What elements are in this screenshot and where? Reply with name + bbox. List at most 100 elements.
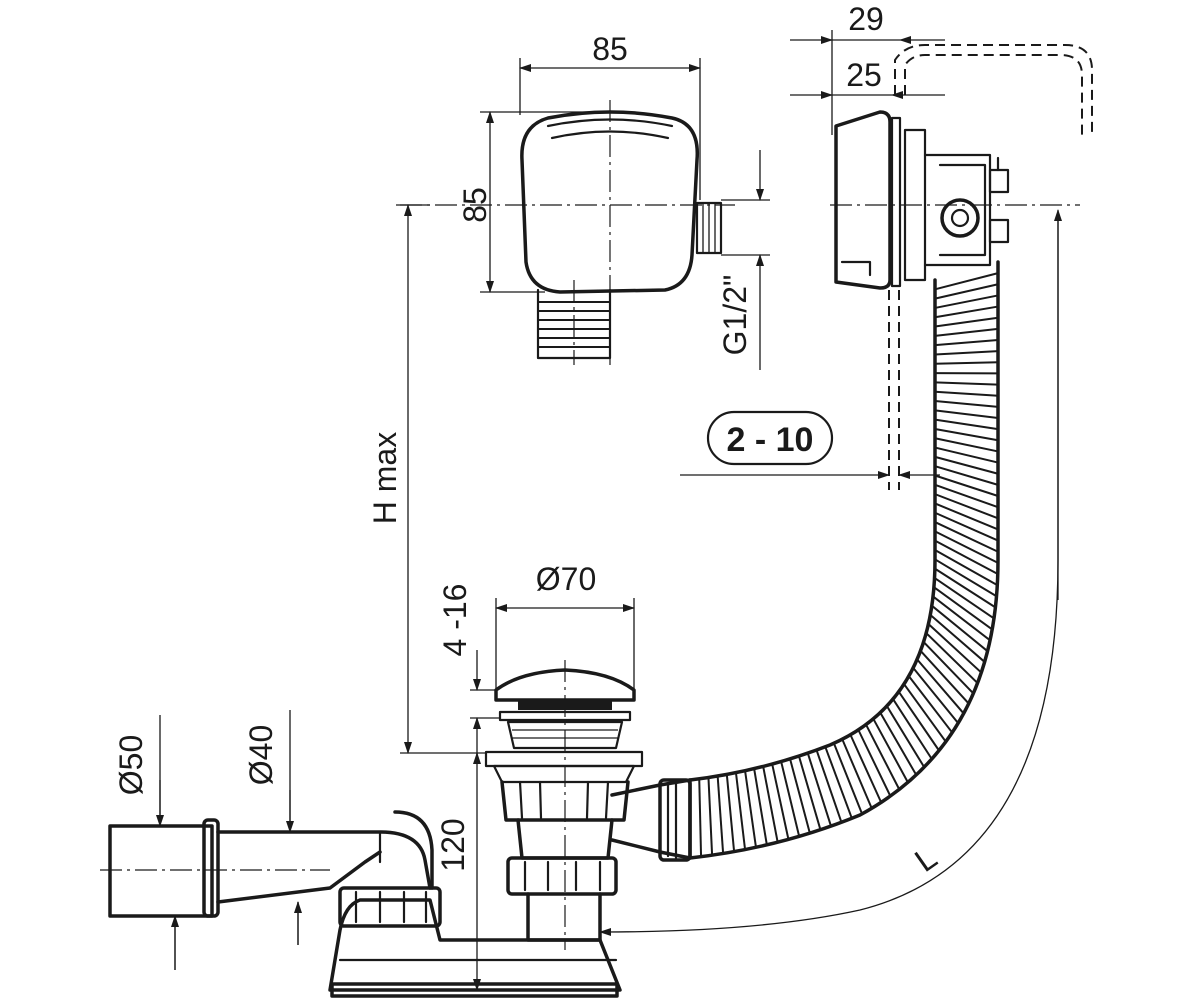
wall-thickness-dimension: 2 - 10 — [680, 410, 940, 479]
hose-rib — [824, 746, 853, 819]
bath-wall — [888, 44, 1093, 490]
hose-rib — [934, 327, 999, 337]
hose-rib — [934, 539, 999, 575]
height-max-dimension: H max — [367, 204, 430, 754]
hose-rib — [934, 381, 999, 386]
pipe-outer-diameter-dimension: Ø50 — [113, 715, 179, 970]
hose-rib — [698, 778, 703, 857]
hose-rib — [934, 437, 999, 453]
outlet-pipe — [100, 810, 434, 918]
hose-rib — [919, 650, 970, 705]
hose-rib — [934, 511, 999, 542]
hose-rib — [832, 742, 863, 815]
hose-rib — [925, 632, 979, 684]
hose-rib — [932, 595, 991, 642]
hose-rib — [934, 465, 999, 486]
overflow-depth-dimensions: 29 25 — [790, 1, 945, 135]
hose-rib — [934, 567, 996, 609]
hose-rib — [934, 418, 999, 431]
hose-rib — [934, 455, 999, 475]
hose-rib — [934, 339, 999, 347]
hose-rib — [872, 718, 909, 783]
hose-rib — [753, 768, 768, 846]
hose-rib — [797, 755, 822, 830]
hose-rib — [934, 474, 999, 497]
plug-diameter-dimension: Ø70 — [495, 561, 635, 690]
hose-rib — [927, 623, 982, 674]
hose-rib — [806, 752, 832, 827]
overflow-outlet-front-view — [400, 100, 735, 365]
plug-adjust-label: 4 -16 — [437, 584, 473, 657]
hose-rib — [922, 641, 975, 695]
drain-plug-assembly — [484, 660, 692, 950]
hose-rib — [934, 493, 999, 520]
hose-rib — [716, 776, 725, 854]
height-max-label: H max — [367, 432, 403, 524]
hose-rib — [934, 502, 999, 531]
pipe-outer-diameter-label: Ø50 — [113, 735, 149, 795]
hose-rib — [734, 772, 747, 850]
hose-rib — [934, 483, 999, 509]
hose-rib — [916, 658, 965, 715]
outlet-height-label: 85 — [457, 187, 493, 223]
overflow-depth-inner-label: 25 — [846, 57, 882, 93]
hose-rib — [908, 675, 953, 734]
hose-rib — [934, 272, 999, 291]
hose-rib — [762, 766, 779, 843]
hose-rib — [934, 521, 999, 553]
hose-rib — [886, 705, 926, 768]
hose-rib — [934, 294, 999, 309]
hose-rib — [934, 530, 999, 564]
hose-rib — [857, 729, 892, 797]
hose-rib — [903, 683, 947, 743]
pipe-inner-diameter-label: Ø40 — [243, 725, 279, 785]
hose-rib — [744, 770, 757, 848]
hose-rib — [897, 691, 940, 752]
hose-rib — [934, 549, 998, 587]
hose-rib — [934, 409, 999, 419]
trap-body — [328, 886, 622, 998]
hose-rib — [934, 446, 999, 464]
hose-rib — [934, 316, 999, 328]
trap-height-label: 120 — [435, 818, 471, 871]
hose-rib — [771, 763, 790, 840]
hose-rib — [892, 698, 933, 760]
overflow-outlet-side-view — [830, 110, 1080, 290]
hose-rib — [707, 777, 714, 856]
trap-height-dimension: 120 — [400, 752, 486, 991]
overflow-depth-outer-label: 29 — [848, 1, 884, 37]
hose-rib — [879, 712, 918, 776]
hose-rib — [933, 577, 995, 620]
plug-diameter-label: Ø70 — [536, 561, 596, 597]
hose-rib — [912, 667, 959, 724]
hose-rib — [815, 749, 843, 823]
hose-rib — [934, 390, 999, 397]
hose-rib — [931, 604, 989, 652]
hose-rib — [934, 305, 999, 319]
hose-rib — [725, 774, 736, 852]
outlet-height-dimension: 85 — [457, 111, 600, 293]
flexible-hose — [688, 260, 1000, 860]
hose-rib — [934, 427, 999, 442]
hose-rib — [934, 361, 999, 365]
hose-rib — [780, 761, 801, 837]
thread-label: G1/2" — [717, 275, 753, 356]
hose-rib — [929, 614, 986, 663]
hose-rib — [849, 734, 883, 803]
hose-length-label: L — [908, 839, 943, 879]
plug-adjust-dimension: 4 -16 — [437, 584, 500, 758]
wall-thickness-label: 2 - 10 — [727, 421, 814, 459]
hose-rib — [934, 400, 999, 408]
pipe-inner-diameter-dimension: Ø40 — [243, 710, 302, 945]
hose-rib — [865, 724, 901, 790]
hose-rib — [934, 350, 999, 356]
thread-dimension: G1/2" — [717, 150, 770, 370]
hose-rib — [934, 283, 999, 300]
hose-rib — [933, 586, 993, 631]
hose-rib — [841, 738, 873, 809]
hose-rib — [934, 558, 998, 598]
outlet-width-label: 85 — [592, 31, 628, 67]
hose-rib — [789, 758, 811, 834]
outlet-width-dimension: 85 — [519, 31, 701, 200]
